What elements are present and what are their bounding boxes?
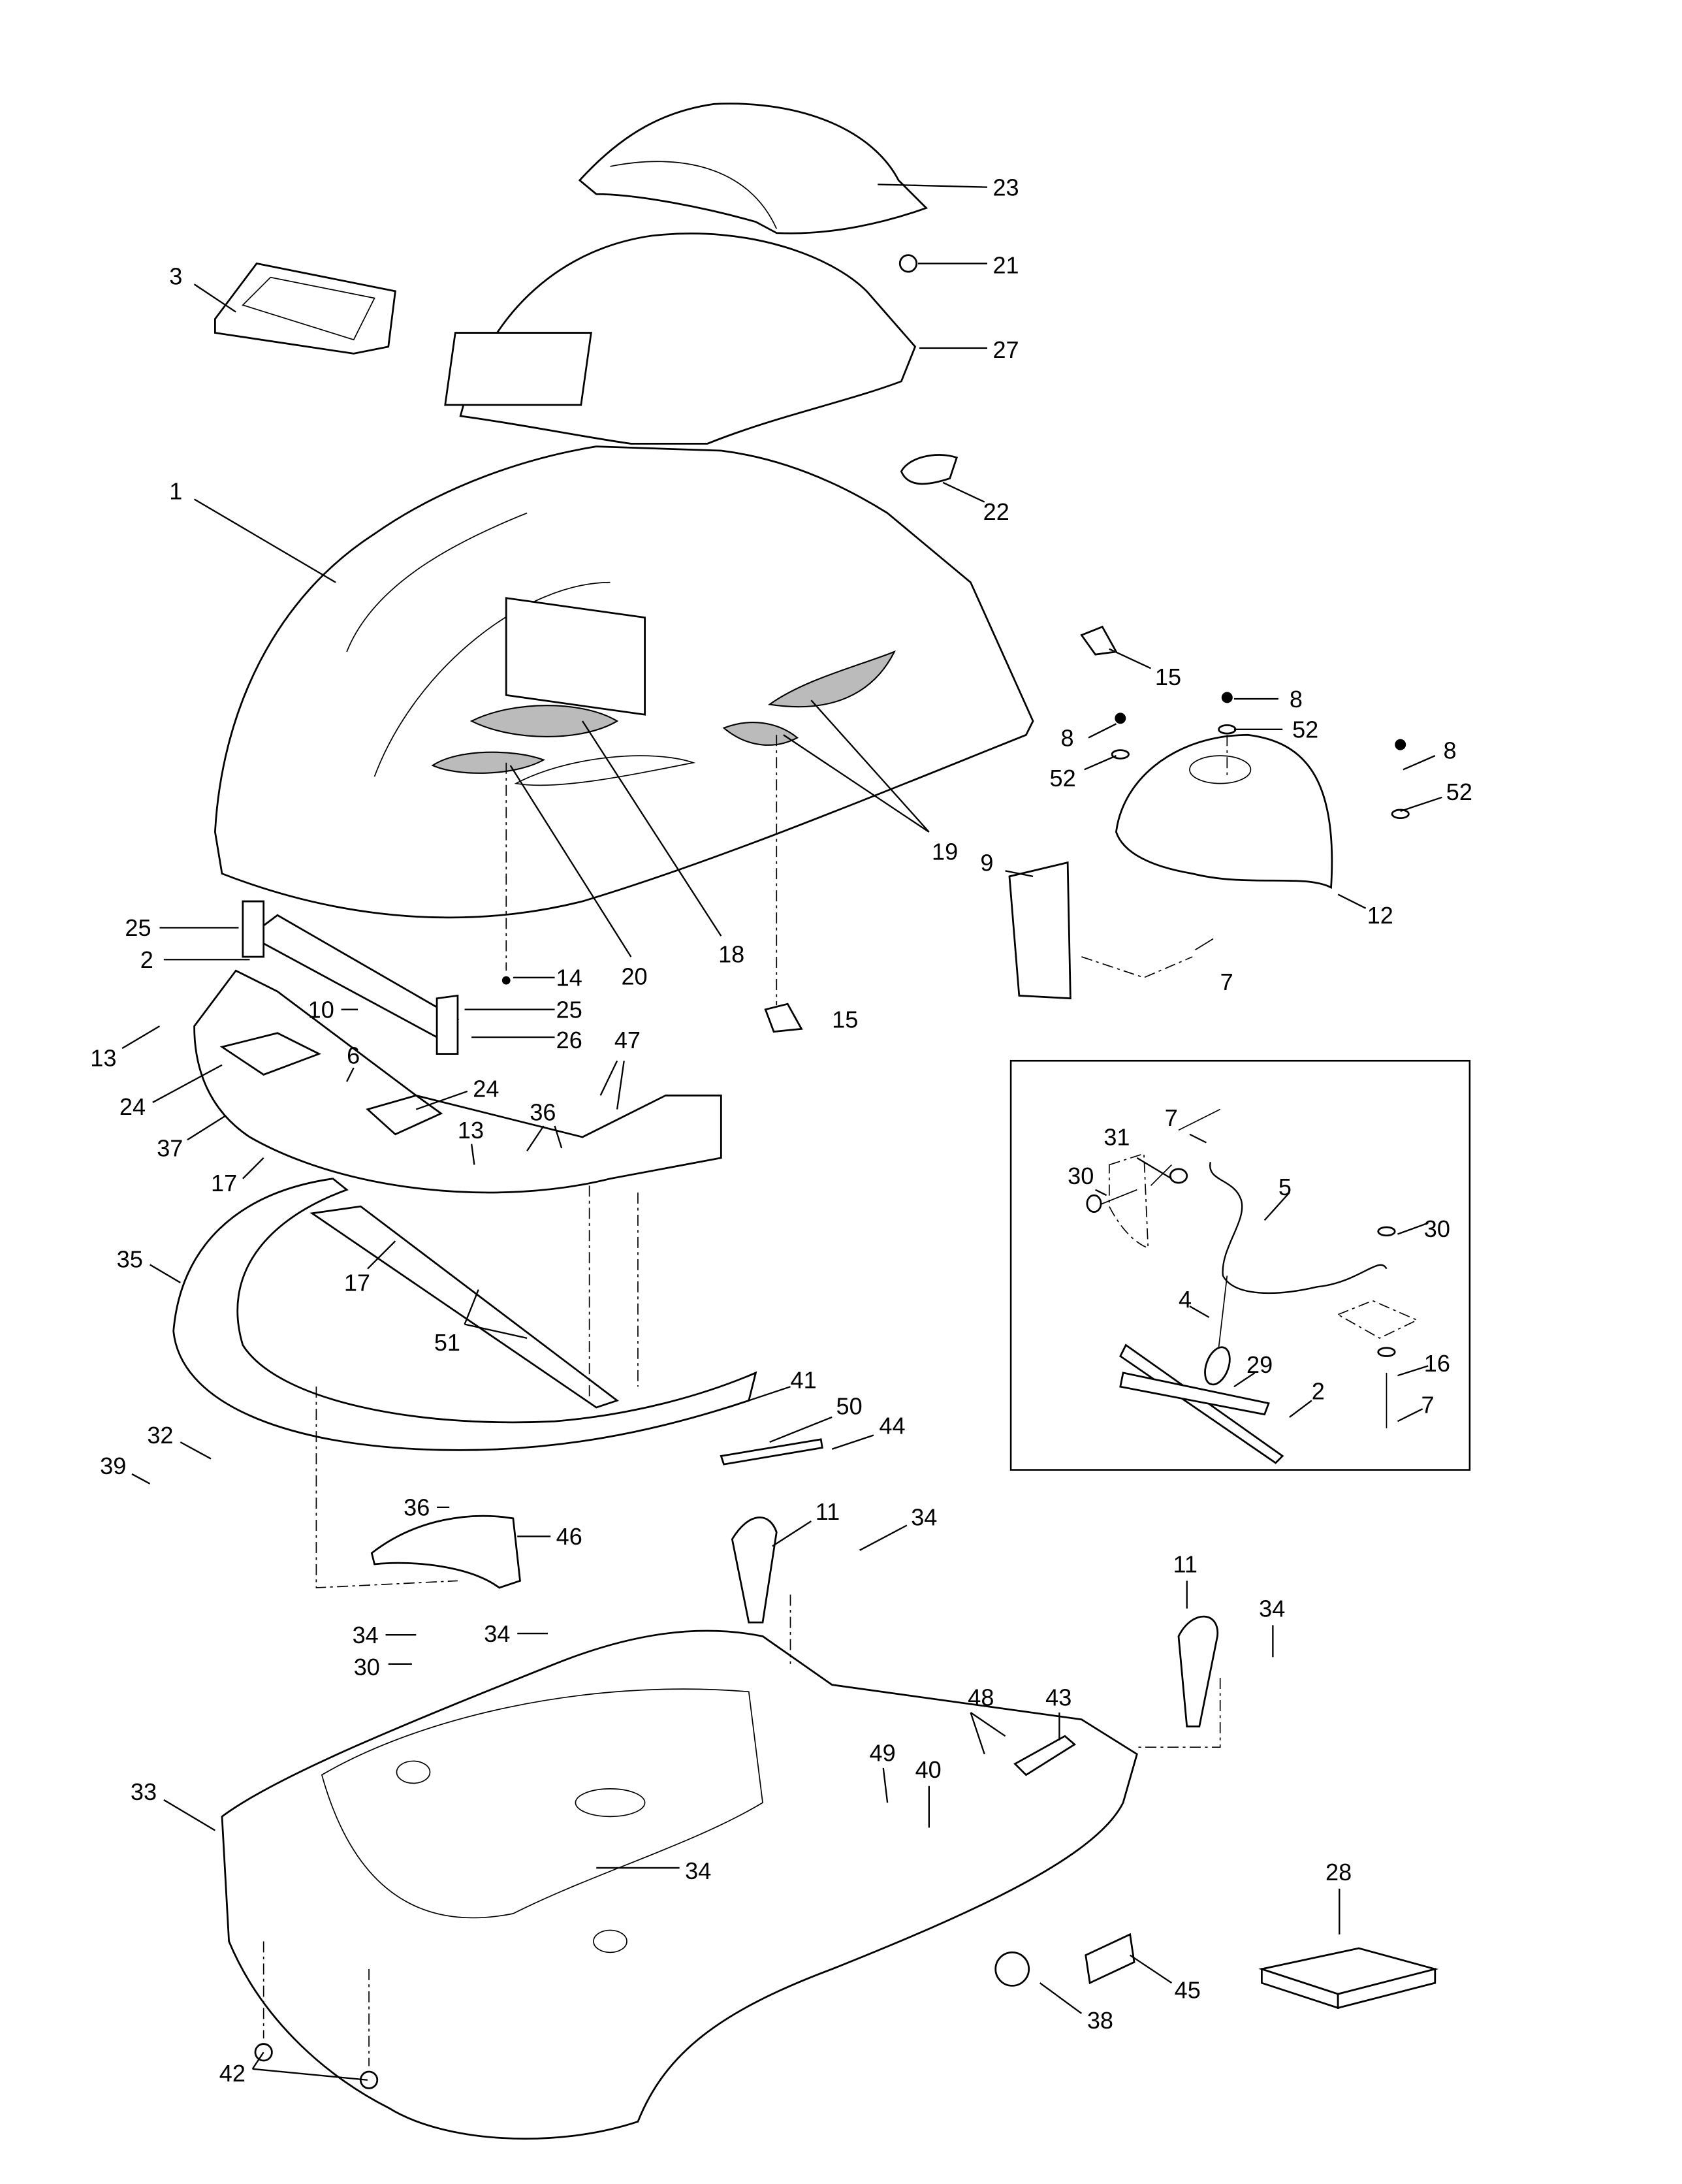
callout: 11 [816,1498,840,1525]
inset-callout: 2 [1312,1377,1325,1404]
callout: 33 [131,1778,157,1805]
callout: 45 [1175,1976,1201,2003]
callout: 1 [169,477,182,504]
callout: 6 [347,1042,360,1068]
callout: 52 [1292,716,1318,743]
assembly-lines [262,735,1228,2066]
callout: 52 [1050,765,1076,792]
detail-inset: 7 31 30 5 30 4 29 2 16 7 [1009,1059,1471,1471]
inset-callout: 7 [1165,1104,1178,1131]
part-12-console [1115,733,1333,889]
part-11-deflectors [731,1517,1218,1727]
callout: 17 [211,1170,237,1196]
callout: 19 [932,838,958,865]
inset-callout: 7 [1421,1392,1435,1419]
part-38-plug [994,1951,1030,1987]
callout: 34 [911,1503,937,1530]
part-45-label [1085,1933,1135,1985]
callout: 25 [125,914,151,941]
callout: 15 [1155,664,1181,690]
callout: 34 [1259,1596,1285,1622]
callout: 35 [117,1246,143,1273]
part-43-plate [1013,1735,1077,1776]
callout: 34 [353,1622,379,1648]
inset-callout: 5 [1278,1174,1292,1200]
callout: 47 [614,1027,641,1053]
callout: 11 [1173,1551,1198,1578]
inset-callout: 30 [1424,1215,1450,1242]
part-28-manual [1258,1947,1439,2010]
callout: 52 [1446,779,1472,805]
leader-lines [121,184,1442,2081]
inset-callout: 16 [1424,1350,1450,1377]
callout: 44 [879,1412,905,1439]
callout: 41 [791,1366,817,1393]
part-3-vent-box [214,262,396,355]
part-23-seat-cover [578,103,928,234]
fasteners [501,692,1410,985]
callout: 13 [458,1117,484,1144]
callout: 32 [147,1422,173,1449]
callout: 23 [992,174,1019,201]
callout: 50 [836,1393,863,1420]
callout: 8 [1444,737,1457,763]
callout: 40 [915,1756,942,1783]
callout: 13 [90,1045,116,1072]
callout: 18 [718,940,744,967]
callout: 34 [484,1620,510,1647]
callout: 7 [1220,969,1233,995]
callout: 14 [556,965,582,991]
callout: 36 [530,1099,556,1126]
callout: 21 [992,251,1019,278]
callout: 24 [473,1075,499,1102]
callout: 28 [1325,1859,1352,1886]
part-1-hood [214,445,1034,919]
part-44-strip [720,1438,823,1466]
callout-labels: 23 21 27 3 1 22 15 8 52 8 52 8 52 19 9 1… [90,174,1472,2087]
callout: 22 [983,498,1009,525]
part-33-belly-pan [221,1630,1138,2140]
callout: 38 [1087,2007,1113,2034]
callout: 39 [100,1453,126,1479]
callout: 17 [344,1270,370,1296]
callout: 26 [556,1027,582,1053]
inset-callout: 30 [1068,1163,1094,1189]
callout: 30 [354,1654,380,1680]
part-2-brackets [242,900,460,1055]
callout: 27 [992,336,1019,363]
inset-callout: 4 [1179,1286,1192,1313]
callout: 20 [621,963,647,989]
part-9-panel [1008,861,1071,1000]
callout: 12 [1367,902,1393,929]
part-35-bumper [172,1178,757,1451]
part-27-seat-panel [444,233,917,445]
callout: 3 [169,263,182,289]
inset-callout: 29 [1246,1351,1273,1378]
part-21-grommet [898,254,918,273]
callout: 2 [140,946,153,973]
callout: 43 [1045,1684,1071,1711]
callout: 8 [1290,686,1303,713]
callout: 24 [119,1093,146,1120]
callout: 51 [434,1329,460,1356]
callout: 42 [219,2060,246,2087]
callout: 48 [968,1684,994,1711]
callout: 15 [832,1006,858,1033]
callout: 10 [308,996,334,1023]
part-22-clip [900,454,959,485]
part-46-bracket [370,1515,521,1589]
callout: 9 [980,849,993,876]
callout: 46 [556,1523,582,1550]
callout: 25 [556,996,582,1023]
callout: 36 [404,1494,430,1521]
inset-callout: 31 [1103,1124,1130,1151]
callout: 34 [685,1857,711,1884]
callout: 49 [870,1739,896,1766]
callout: 37 [157,1135,183,1162]
callout: 8 [1061,724,1074,751]
part-37-plate [193,969,722,1194]
part-15-clip [764,625,1118,1033]
